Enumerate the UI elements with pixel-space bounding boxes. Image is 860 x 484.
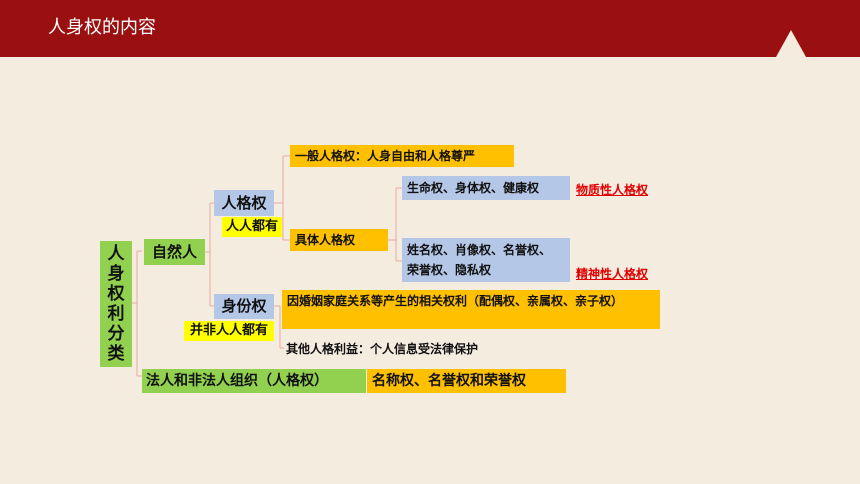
spiritual-rights-line2: 荣誉权、隐私权 bbox=[407, 263, 492, 277]
material-rights-text: 生命权、身体权、健康权 bbox=[407, 181, 540, 195]
header-triangle-decoration bbox=[776, 30, 806, 57]
material-rights-box: 生命权、身体权、健康权 bbox=[402, 176, 570, 200]
connector-identity bbox=[274, 305, 284, 349]
page-title: 人身权的内容 bbox=[48, 17, 156, 38]
general-personality-text: 一般人格权：人身自由和人格尊严 bbox=[295, 149, 476, 163]
connector-natural-person bbox=[205, 202, 214, 307]
legal-person-box: 法人和非法人组织（人格权） bbox=[142, 369, 366, 393]
identity-right-box: 身份权 bbox=[214, 294, 274, 319]
spiritual-rights-label: 精神性人格权 bbox=[576, 267, 649, 281]
material-rights-label: 物质性人格权 bbox=[576, 183, 649, 197]
legal-person-rights-box: 名称权、名誉权和荣誉权 bbox=[367, 369, 566, 393]
specific-personality-text: 具体人格权 bbox=[295, 233, 356, 247]
identity-note-text: 并非人人都有 bbox=[189, 323, 268, 338]
spiritual-rights-line1: 姓名权、肖像权、名誉权、 bbox=[407, 243, 552, 257]
identity-detail-text: 因婚姻家庭关系等产生的相关权利（配偶权、亲属权、亲子权） bbox=[287, 294, 624, 308]
root-category-box: 人身权利分类 bbox=[100, 241, 132, 367]
other-interest-text: 其他人格利益：个人信息受法律保护 bbox=[286, 342, 479, 356]
connector-personality bbox=[274, 155, 290, 241]
legal-person-rights-text: 名称权、名誉权和荣誉权 bbox=[372, 373, 526, 389]
specific-personality-box: 具体人格权 bbox=[290, 229, 388, 251]
connector-root bbox=[132, 250, 142, 377]
identity-right-label: 身份权 bbox=[221, 297, 267, 315]
personality-note-text: 人人都有 bbox=[225, 219, 278, 234]
natural-person-box: 自然人 bbox=[144, 239, 205, 265]
legal-person-label: 法人和非法人组织（人格权） bbox=[146, 373, 328, 389]
connector-specific bbox=[388, 187, 402, 262]
header-bar: 人身权的内容 bbox=[0, 0, 860, 57]
identity-note-badge: 并非人人都有 bbox=[184, 321, 274, 341]
identity-detail-box: 因婚姻家庭关系等产生的相关权利（配偶权、亲属权、亲子权） bbox=[282, 290, 660, 329]
spiritual-rights-box: 姓名权、肖像权、名誉权、 荣誉权、隐私权 bbox=[402, 238, 570, 282]
general-personality-box: 一般人格权：人身自由和人格尊严 bbox=[290, 145, 514, 167]
personality-right-box: 人格权 bbox=[214, 190, 274, 216]
personality-right-label: 人格权 bbox=[221, 194, 267, 212]
personality-note-badge: 人人都有 bbox=[222, 217, 282, 237]
natural-person-label: 自然人 bbox=[151, 243, 197, 261]
root-category-label: 人身权利分类 bbox=[107, 244, 125, 364]
